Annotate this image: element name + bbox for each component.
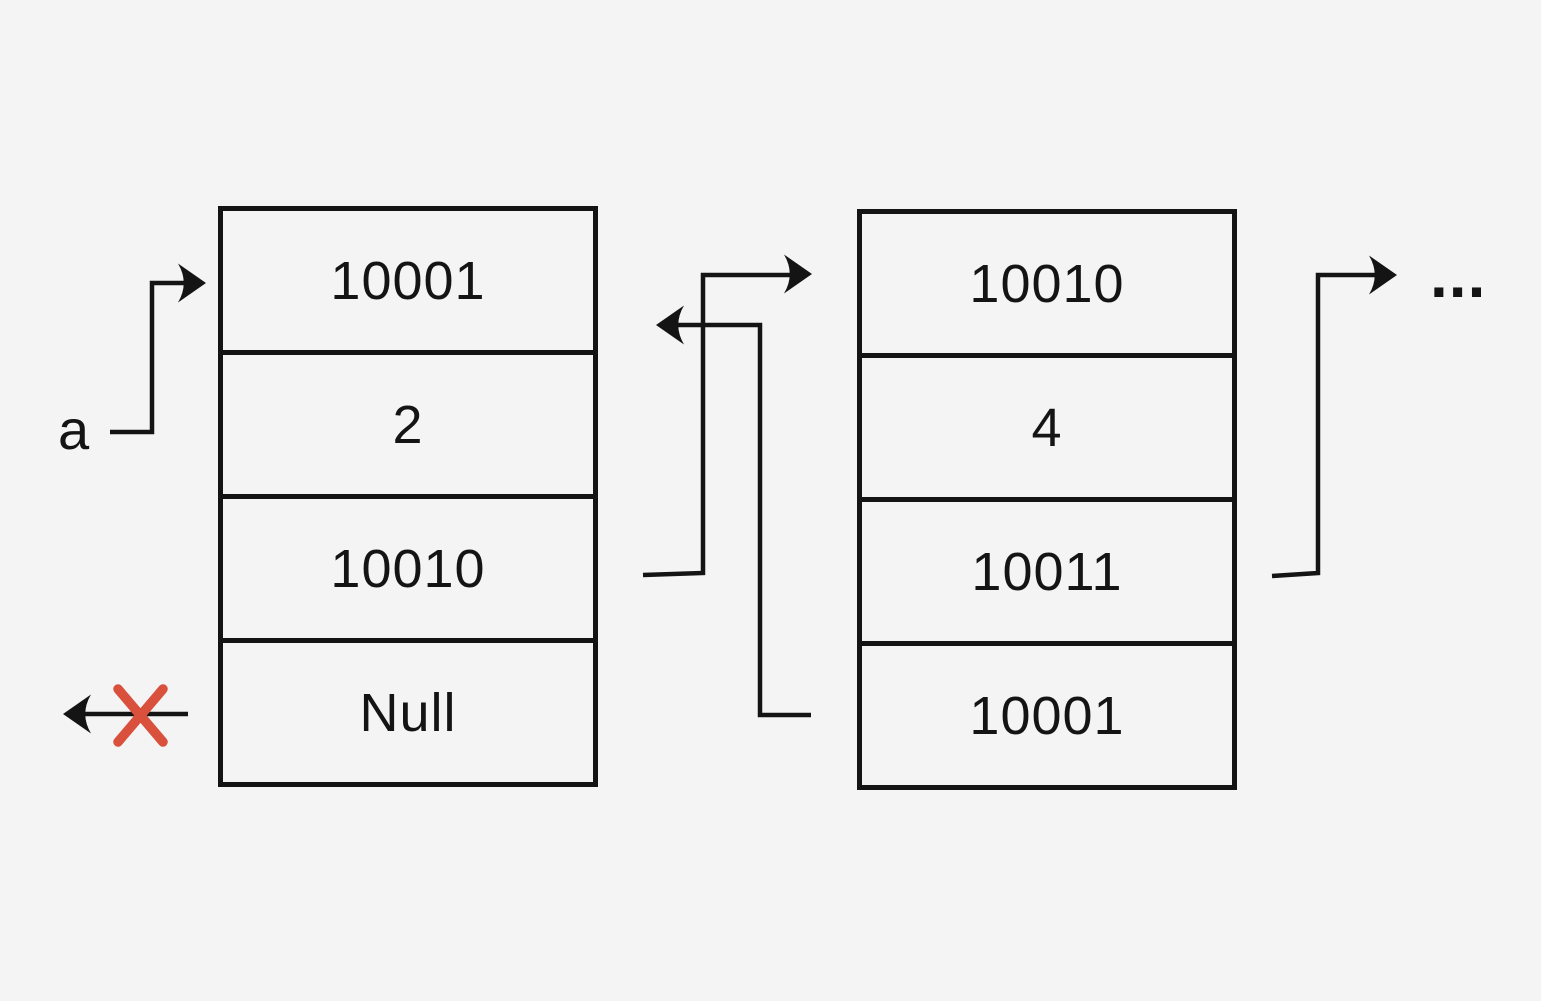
node-b-box: 10010 4 10011 10001 xyxy=(857,209,1237,790)
node-b-cell-3: 10001 xyxy=(969,685,1125,746)
head-pointer-arrow xyxy=(110,263,206,435)
next-pointer-arrow-b-to-next xyxy=(1271,255,1397,579)
node-a-cell-1: 2 xyxy=(223,355,593,499)
null-pointer-arrow xyxy=(63,694,188,734)
node-b-cell-0: 10010 xyxy=(862,214,1232,358)
red-cross-icon xyxy=(113,684,168,747)
node-b-cell-2: 10011 xyxy=(862,502,1232,646)
node-a-cell-0: 10001 xyxy=(223,211,593,355)
head-pointer-label: a xyxy=(58,398,90,461)
node-a-box: 10001 2 10010 Null xyxy=(218,206,598,787)
next-pointer-arrow-a-to-b xyxy=(642,254,812,578)
node-a-cell-2: 10010 xyxy=(223,499,593,643)
continuation-ellipsis-label: ... xyxy=(1430,239,1487,311)
node-b-cell-1: 4 xyxy=(862,358,1232,502)
prev-pointer-arrow-b-to-a xyxy=(656,305,811,718)
node-a-cell-3: Null xyxy=(359,682,457,743)
